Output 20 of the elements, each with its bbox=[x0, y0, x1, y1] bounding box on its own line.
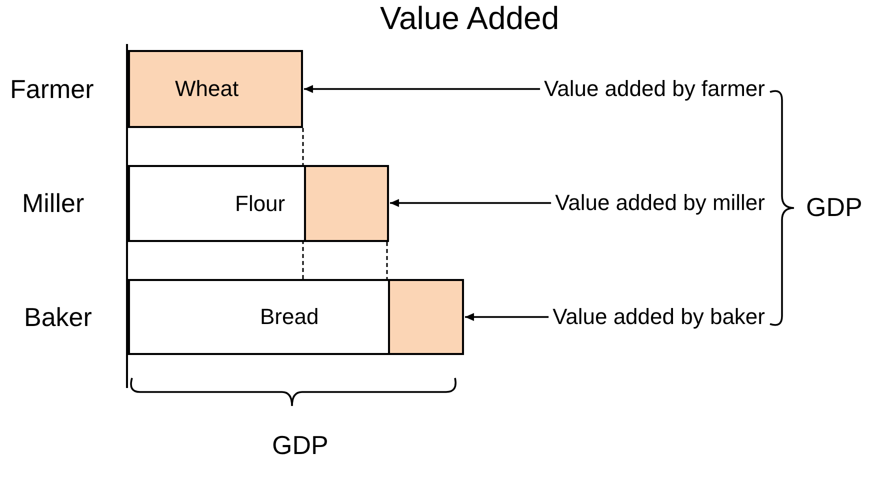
row-label: Farmer bbox=[10, 74, 94, 105]
arrow bbox=[390, 199, 552, 207]
annotation-text: Value added by miller bbox=[555, 190, 765, 216]
arrow bbox=[465, 313, 549, 321]
bar-segment bbox=[128, 50, 303, 128]
arrow bbox=[304, 85, 540, 93]
bar-label: Flour bbox=[235, 190, 286, 216]
annotation-text: Value added by baker bbox=[552, 304, 765, 330]
bracket-label: GDP bbox=[806, 192, 862, 223]
bar-segment bbox=[128, 165, 387, 242]
bar-segment bbox=[304, 165, 389, 242]
bar-segment bbox=[388, 279, 464, 355]
annotation-text: Value added by farmer bbox=[544, 76, 765, 102]
bar-label: Wheat bbox=[175, 76, 239, 102]
title: Value Added bbox=[380, 0, 560, 37]
bar-label: Bread bbox=[260, 304, 319, 330]
row-label: Miller bbox=[22, 188, 84, 219]
bracket-label: GDP bbox=[272, 430, 328, 461]
row-label: Baker bbox=[24, 302, 92, 333]
bar-segment bbox=[128, 279, 462, 355]
